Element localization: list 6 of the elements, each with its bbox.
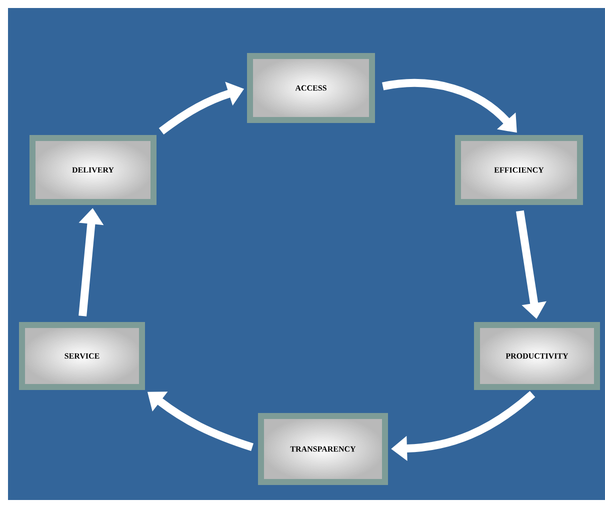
label-box: ACCESS [247,53,375,123]
label-box: SERVICE [19,322,145,390]
label-box: EFFICIENCY [455,135,583,205]
label-box: TRANSPARENCY [258,413,388,485]
label-box: PRODUCTIVITY [474,322,600,390]
label-box: DELIVERY [30,135,156,205]
